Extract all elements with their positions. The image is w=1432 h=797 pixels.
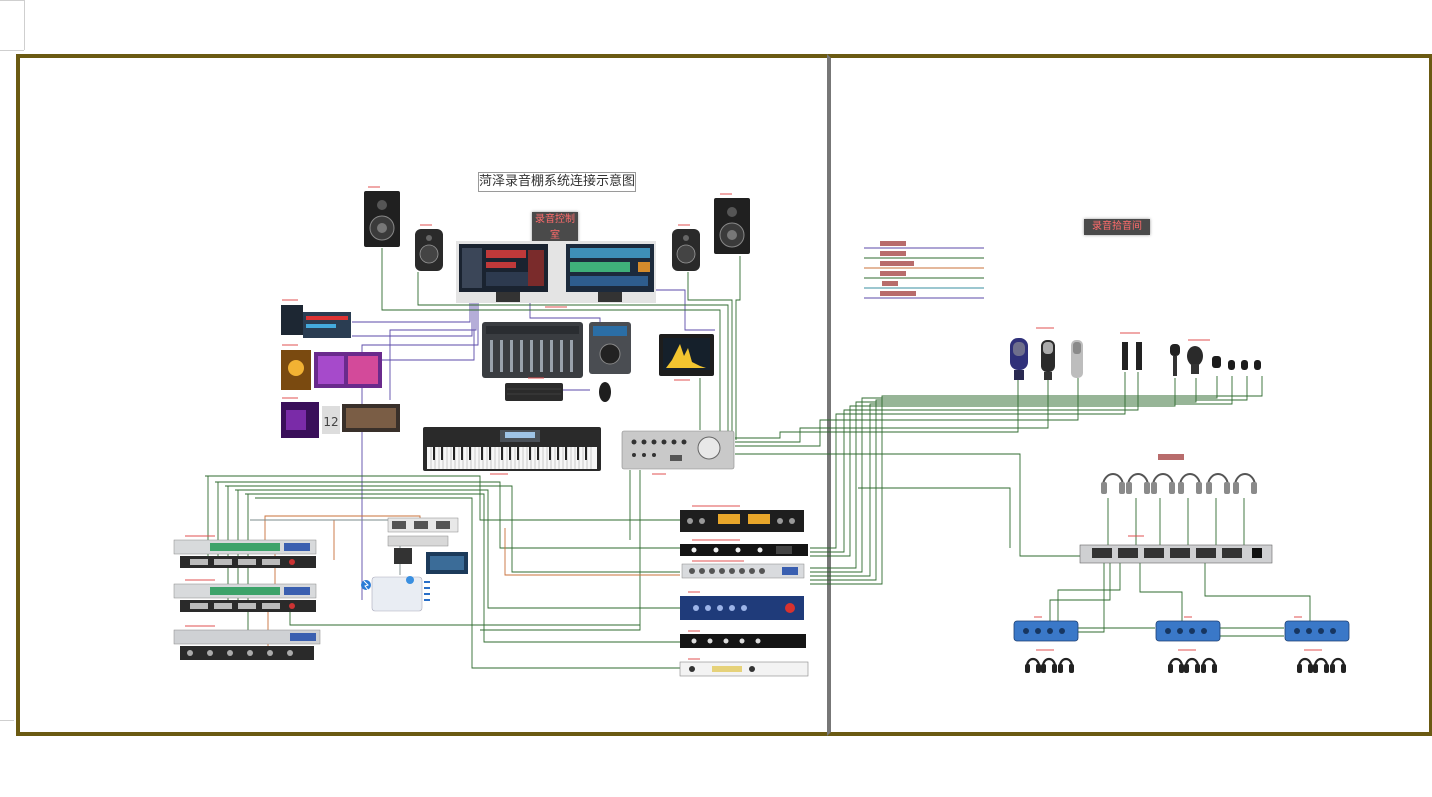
cue-box-icon (1284, 620, 1350, 642)
converter-rack-icon (173, 629, 321, 660)
power-conditioner-icon (679, 661, 809, 677)
studio-monitor-icon (364, 191, 400, 247)
patchbay-rack-icon (681, 563, 805, 579)
recording-room-frame (827, 54, 1432, 736)
midi-keyboard-icon (423, 427, 601, 471)
device-label-marks (185, 186, 1322, 660)
thunderbolt-dock-icon (361, 517, 468, 612)
headphones-icon (1025, 657, 1346, 667)
software-package-icon: 12 (281, 305, 400, 438)
microphone-icon (1071, 340, 1083, 378)
signal-wires (205, 248, 1311, 669)
monitor-controller-icon (621, 430, 735, 470)
microphone-icon (1041, 340, 1055, 380)
preamp-rack-icon (680, 544, 808, 556)
studio-monitor-icon (415, 229, 443, 271)
level-meter-icon (659, 334, 714, 376)
microphone-icon (1170, 344, 1261, 376)
cable-legend (864, 241, 984, 299)
microphone-icon (1122, 342, 1142, 370)
computer-wires (352, 289, 715, 600)
control-room-label: 录音控制室 (532, 212, 578, 244)
audio-interface-icon (173, 583, 317, 612)
audio-wires-control (205, 248, 741, 669)
audio-interface-icon (173, 539, 317, 568)
diagram-title: 菏泽录音棚系统连接示意图 (478, 172, 636, 192)
svg-text:12: 12 (323, 415, 338, 429)
studio-monitor-icon (714, 198, 750, 254)
compressor-rack-icon (680, 596, 804, 620)
computer-keyboard-icon (505, 382, 611, 402)
cue-box-icon (1013, 620, 1079, 642)
headphone-amp-icon (1079, 544, 1273, 564)
recording-room-label: 录音拾音间 (1084, 219, 1150, 235)
eq-rack-icon (680, 634, 806, 648)
microphone-icon (1010, 338, 1028, 380)
studio-monitor-icon (672, 229, 700, 271)
cue-box-icon (1155, 620, 1221, 642)
headphone-label-tag (1158, 454, 1184, 460)
audio-wires-recording (735, 372, 1311, 637)
headphones-icon (1102, 473, 1256, 487)
computer-monitor-icon (456, 241, 656, 303)
control-surface-icon (482, 322, 631, 378)
preamp-rack-icon (680, 510, 804, 532)
